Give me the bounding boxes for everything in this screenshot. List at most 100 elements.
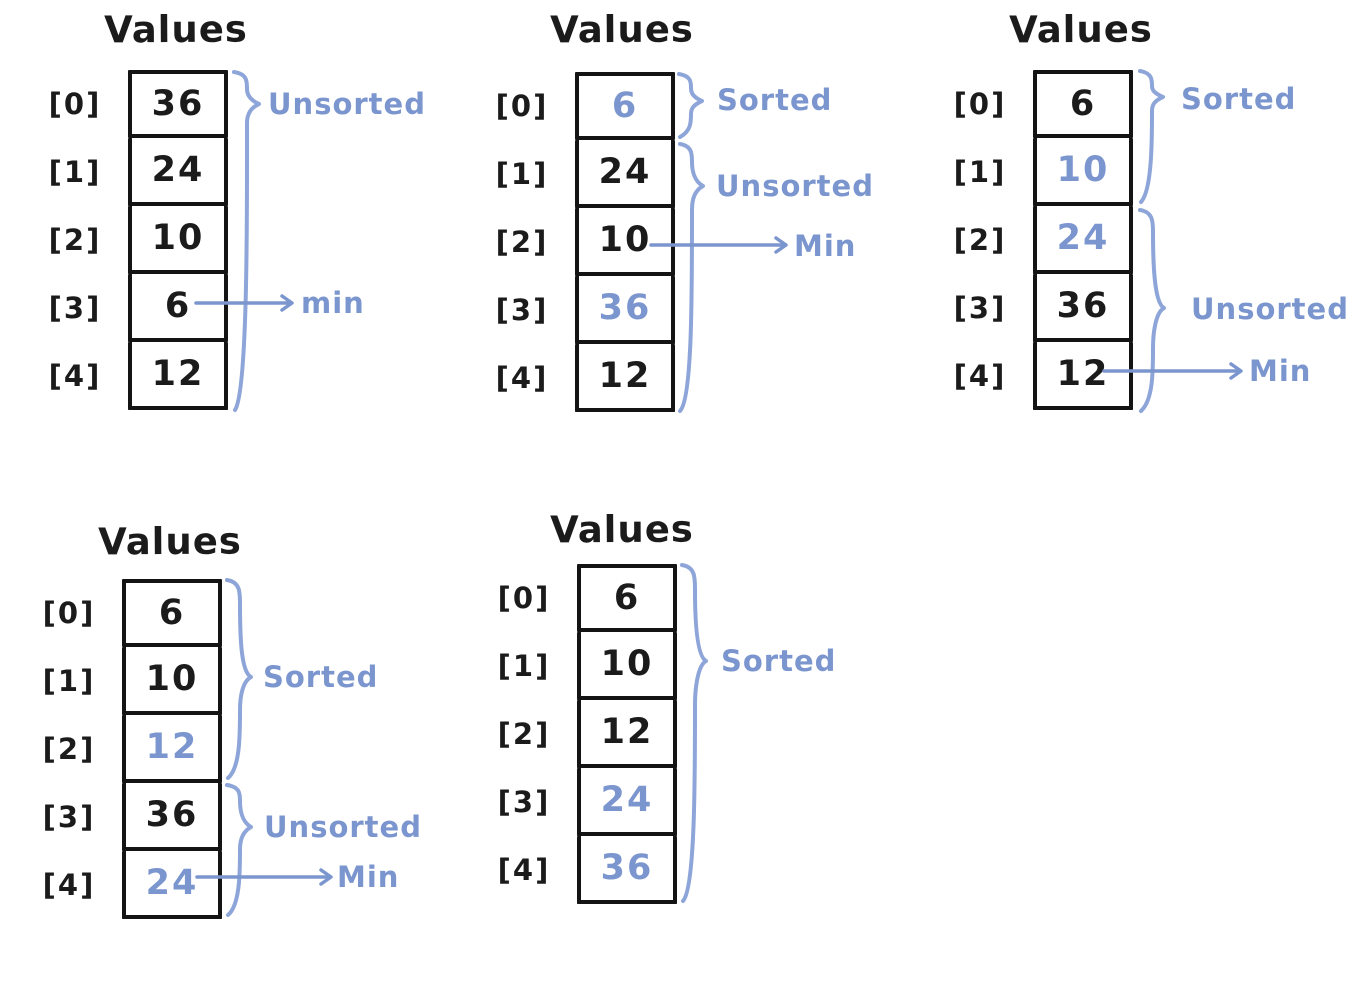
array-row: [2] 12 [34, 715, 222, 783]
array-cell: 6 [577, 564, 677, 632]
cell-value: 12 [600, 712, 654, 752]
index-label: [0] [953, 87, 1007, 121]
index-label: [1] [497, 649, 551, 683]
array-row: [1] 10 [945, 138, 1133, 206]
cell-value: 10 [598, 220, 652, 260]
cell-value: 10 [1056, 150, 1110, 190]
array-cell: 6 [128, 274, 228, 342]
array-row: [0] 6 [34, 579, 222, 647]
array-cell: 36 [577, 836, 677, 904]
array-row: [0] 6 [489, 564, 677, 632]
index-label: [3] [953, 291, 1007, 325]
cell-value: 10 [151, 218, 205, 258]
panel-step-1: Values [0] 36 [1] 24 [2] 10 [3] 6 [4] 12 [40, 7, 470, 478]
cell-value: 24 [145, 863, 199, 903]
index-label: [3] [42, 800, 96, 834]
index-label: [0] [42, 596, 96, 630]
panel-title: Values [549, 507, 695, 552]
index-label: [1] [953, 155, 1007, 189]
array-cell: 6 [1033, 70, 1133, 138]
array-row: [0] 36 [40, 70, 228, 138]
sorted-label-step4: Sorted [263, 660, 379, 694]
array-row: [4] 12 [40, 342, 228, 410]
index-label: [1] [48, 155, 102, 189]
array-cell: 24 [1033, 206, 1133, 274]
array-cell: 36 [122, 783, 222, 851]
array-cell: 12 [1033, 342, 1133, 410]
array-row: [4] 36 [489, 836, 677, 904]
array-cell: 12 [128, 342, 228, 410]
array-cell: 36 [128, 70, 228, 138]
cell-value: 12 [598, 356, 652, 396]
cell-value: 36 [1056, 286, 1110, 326]
index-label: [2] [953, 223, 1007, 257]
array-cell: 10 [575, 208, 675, 276]
index-label: [0] [497, 581, 551, 615]
array-box: [0] 6 [1] 10 [2] 12 [3] 36 [4] 24 [34, 579, 222, 919]
array-cell: 12 [122, 715, 222, 783]
cell-value: 12 [145, 727, 199, 767]
cell-value: 6 [613, 578, 641, 618]
cell-value: 12 [151, 354, 205, 394]
array-row: [3] 36 [34, 783, 222, 851]
array-cell: 24 [577, 768, 677, 836]
array-row: [2] 10 [487, 208, 675, 276]
cell-value: 36 [151, 84, 205, 124]
array-box: [0] 36 [1] 24 [2] 10 [3] 6 [4] 12 [40, 70, 228, 410]
array-cell: 12 [577, 700, 677, 768]
cell-value: 24 [151, 150, 205, 190]
cell-value: 6 [164, 286, 192, 326]
array-row: [3] 24 [489, 768, 677, 836]
cell-value: 24 [600, 780, 654, 820]
array-row: [4] 12 [945, 342, 1133, 410]
array-cell: 12 [575, 344, 675, 412]
min-label-step2: Min [794, 229, 857, 263]
array-row: [1] 10 [34, 647, 222, 715]
min-label-step1: min [301, 286, 365, 320]
min-label-step4: Min [337, 860, 400, 894]
cell-value: 6 [611, 86, 639, 126]
array-row: [2] 10 [40, 206, 228, 274]
index-label: [4] [48, 359, 102, 393]
array-cell: 24 [575, 140, 675, 208]
array-row: [0] 6 [945, 70, 1133, 138]
cell-value: 10 [600, 644, 654, 684]
panel-title: Values [97, 519, 243, 564]
panel-step-5: Values [0] 6 [1] 10 [2] 12 [3] 24 [4] 36 [489, 500, 919, 970]
cell-value: 6 [158, 593, 186, 633]
panel-step-2: Values [0] 6 [1] 24 [2] 10 [3] 36 [4] 12 [487, 7, 917, 478]
array-cell: 10 [122, 647, 222, 715]
unsorted-label-step2: Unsorted [716, 169, 874, 203]
index-label: [2] [42, 732, 96, 766]
cell-value: 36 [600, 848, 654, 888]
sorted-label-step2: Sorted [717, 83, 833, 117]
index-label: [1] [42, 664, 96, 698]
index-label: [2] [495, 225, 549, 259]
panel-step-3: Values [0] 6 [1] 10 [2] 24 [3] 36 [4] 12 [945, 7, 1358, 478]
cell-value: 24 [598, 152, 652, 192]
cell-value: 12 [1056, 354, 1110, 394]
array-cell: 36 [1033, 274, 1133, 342]
array-cell: 24 [128, 138, 228, 206]
panel-title: Values [103, 7, 249, 52]
panel-step-4: Values [0] 6 [1] 10 [2] 12 [3] 36 [4] 24 [34, 515, 464, 985]
array-cell: 10 [1033, 138, 1133, 206]
index-label: [4] [953, 359, 1007, 393]
index-label: [4] [497, 853, 551, 887]
cell-value: 36 [145, 795, 199, 835]
array-row: [4] 12 [487, 344, 675, 412]
index-label: [2] [48, 223, 102, 257]
array-cell: 6 [575, 72, 675, 140]
array-cell: 10 [128, 206, 228, 274]
array-row: [3] 6 [40, 274, 228, 342]
index-label: [4] [42, 868, 96, 902]
index-label: [2] [497, 717, 551, 751]
cell-value: 6 [1069, 84, 1097, 124]
min-label-step3: Min [1249, 354, 1312, 388]
cell-value: 24 [1056, 218, 1110, 258]
array-row: [3] 36 [487, 276, 675, 344]
panel-title: Values [1008, 7, 1154, 52]
sorted-label-step5: Sorted [721, 644, 837, 678]
array-box: [0] 6 [1] 10 [2] 12 [3] 24 [4] 36 [489, 564, 677, 904]
array-row: [1] 24 [40, 138, 228, 206]
